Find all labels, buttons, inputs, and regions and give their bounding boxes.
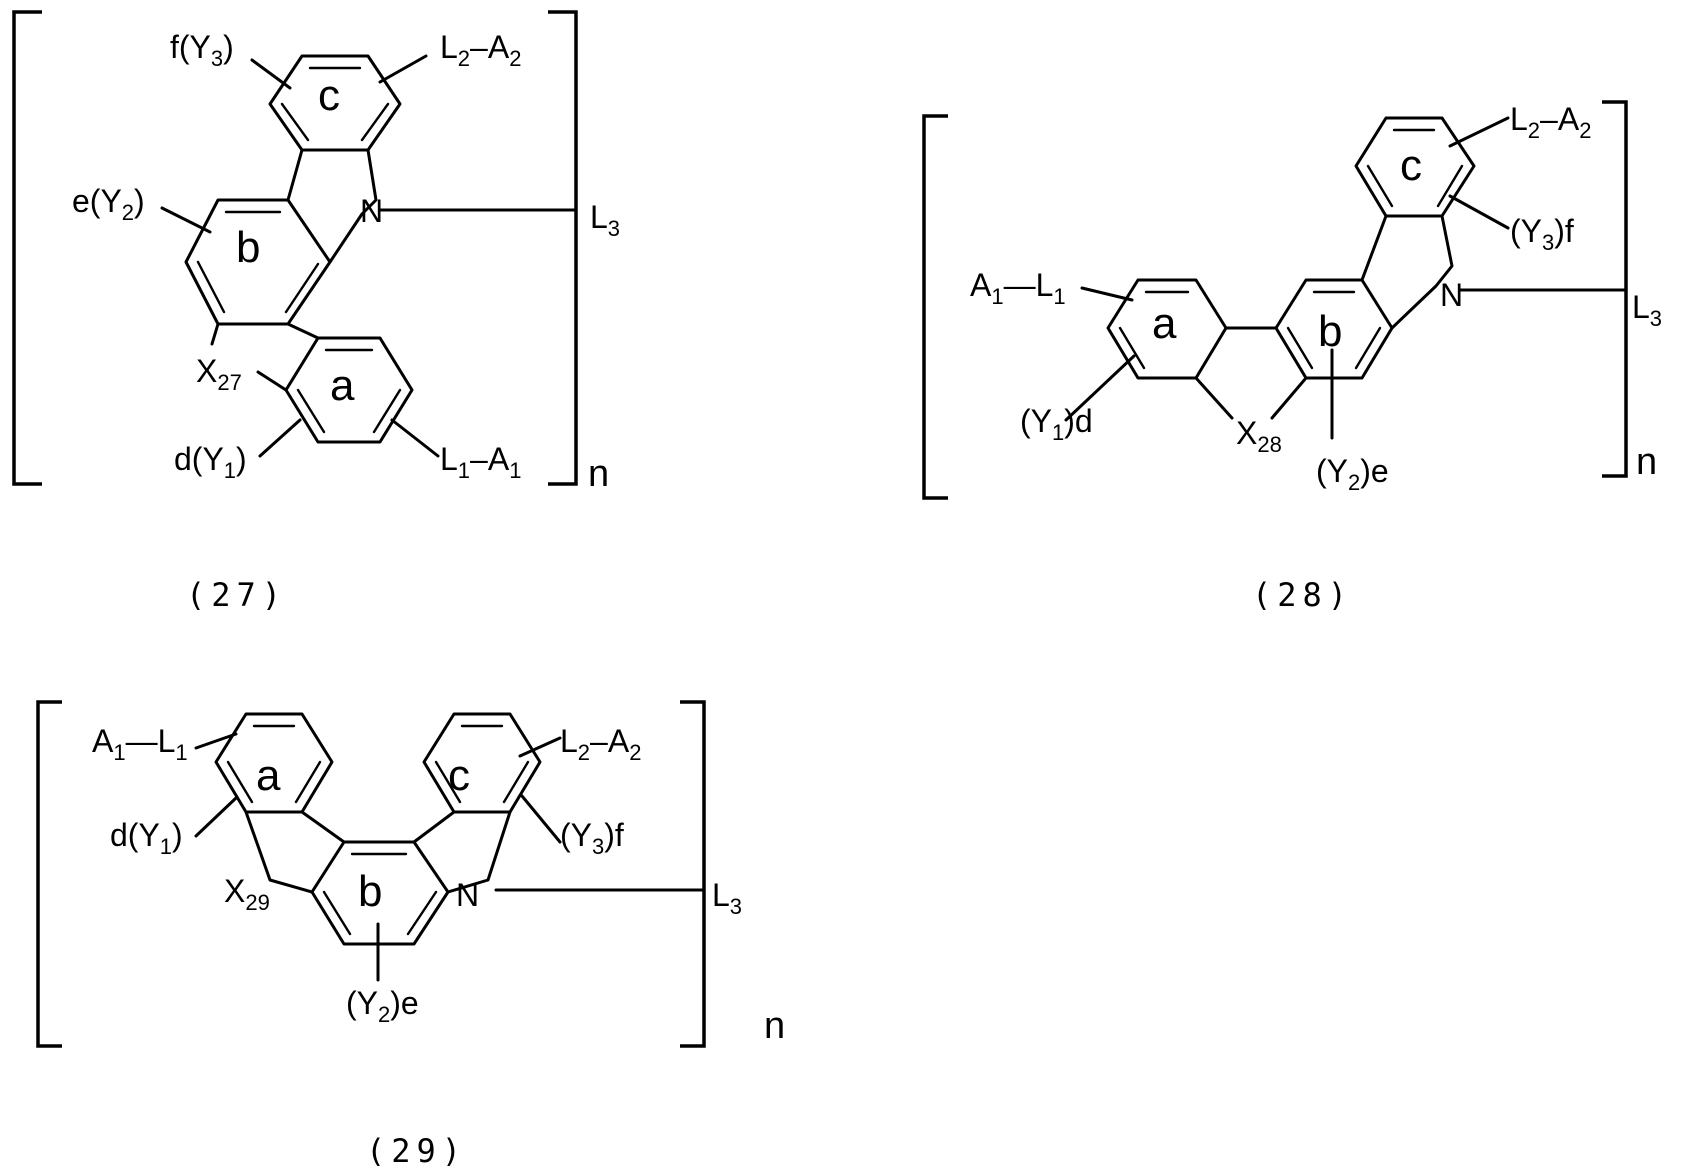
substituent-d-y1-27: d(Y1) [174, 441, 247, 483]
substituent-y3-f-28: (Y3)f [1510, 213, 1574, 255]
nitrogen-atom-29: N [456, 877, 479, 913]
labels-29: a c b N A1—L1 L2–A2 d(Y1) (Y3)f X29 (Y2)… [92, 723, 785, 1169]
compound-number-27: (27) [186, 576, 287, 614]
repeat-n-29: n [764, 1005, 785, 1047]
ring-b-label-29: b [358, 867, 382, 916]
substituent-a1-l1-29: A1—L1 [92, 723, 188, 765]
substituent-y3-f-29: (Y3)f [560, 817, 624, 859]
substituent-l3-28: L3 [1632, 289, 1662, 331]
ring-a-label-29: a [256, 751, 281, 800]
substituent-y2-e-28: (Y2)e [1316, 453, 1389, 495]
substituent-e-y2-27: e(Y2) [72, 183, 145, 225]
substituent-l2-a2-27: L2–A2 [440, 29, 521, 71]
ring-b-label-27: b [236, 223, 260, 272]
structure-29: a c b N A1—L1 L2–A2 d(Y1) (Y3)f X29 (Y2)… [38, 702, 785, 1169]
labels-27: c b a N f(Y3) L2–A2 e(Y2) X27 d(Y1) L1–A… [72, 29, 620, 614]
labels-28: c b a N L2–A2 (Y3)f A1—L1 (Y1)d X28 (Y2)… [970, 101, 1662, 614]
substituent-y1-d-28: (Y1)d [1020, 403, 1093, 445]
substituent-a1-l1-28: A1—L1 [970, 267, 1066, 309]
bridge-x28: X28 [1236, 415, 1282, 457]
substituent-f-y3-27: f(Y3) [170, 29, 234, 71]
bonds-28 [1066, 118, 1626, 438]
compound-number-29: (29) [366, 1132, 467, 1169]
ring-c-label-29: c [448, 751, 470, 800]
repeat-n-28: n [1636, 441, 1657, 483]
bridge-x29: X29 [224, 873, 270, 915]
structure-27: c b a N f(Y3) L2–A2 e(Y2) X27 d(Y1) L1–A… [14, 12, 620, 614]
bonds-27 [162, 56, 576, 456]
ring-b-label-28: b [1318, 307, 1342, 356]
ring-a-label-28: a [1152, 299, 1177, 348]
bracket-27 [14, 12, 576, 484]
structure-28: c b a N L2–A2 (Y3)f A1—L1 (Y1)d X28 (Y2)… [924, 101, 1662, 614]
repeat-n-27: n [588, 453, 609, 495]
ring-c-label-28: c [1400, 141, 1422, 190]
ring-a-label-27: a [330, 361, 355, 410]
substituent-l2-a2-29: L2–A2 [560, 723, 641, 765]
nitrogen-atom-27: N [360, 193, 383, 229]
substituent-l2-a2-28: L2–A2 [1510, 101, 1591, 143]
substituent-d-y1-29: d(Y1) [110, 817, 183, 859]
bridge-x27: X27 [196, 353, 242, 395]
nitrogen-atom-28: N [1440, 277, 1463, 313]
compound-number-28: (28) [1252, 576, 1353, 614]
substituent-y2-e-29: (Y2)e [346, 985, 419, 1027]
ring-c-label-27: c [318, 71, 340, 120]
substituent-l3-29: L3 [712, 877, 742, 919]
substituent-l3-27: L3 [590, 199, 620, 241]
substituent-l1-a1-27: L1–A1 [440, 441, 521, 483]
